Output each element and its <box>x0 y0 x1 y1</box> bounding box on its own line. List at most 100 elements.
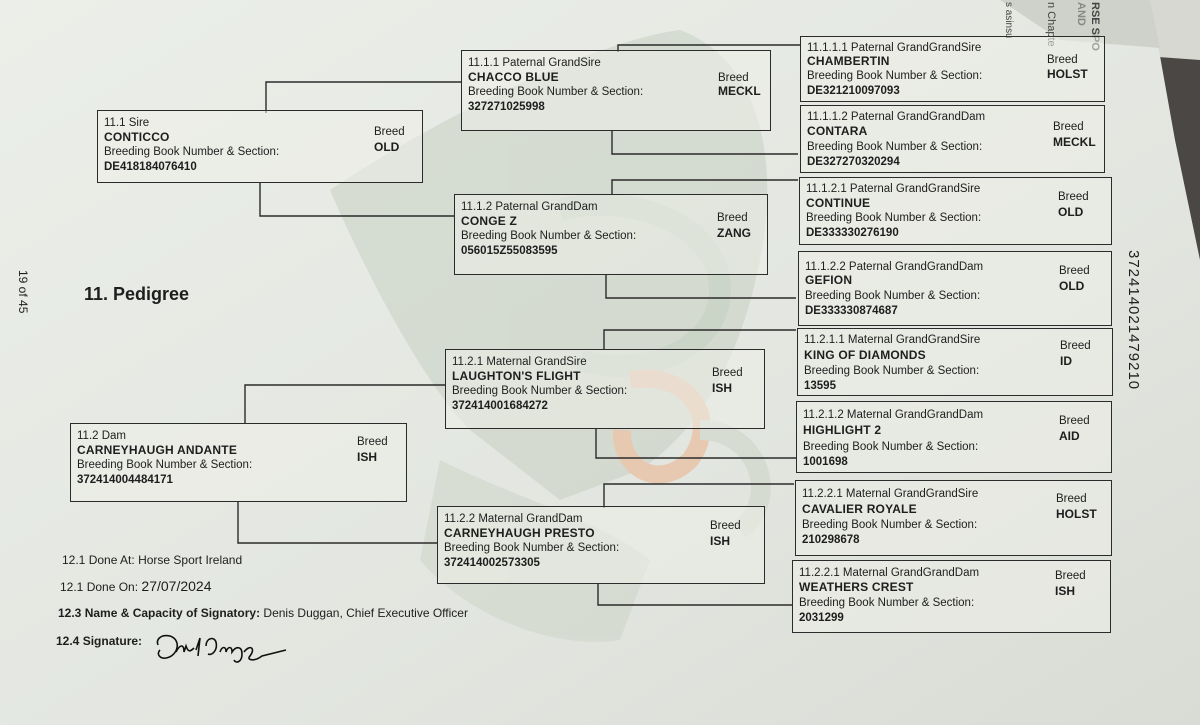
ggp-breed: OLD <box>1059 279 1085 293</box>
ggp-bbn-label: Breeding Book Number & Section: <box>807 141 983 153</box>
gp-breed-label: Breed <box>717 212 748 224</box>
gp-number: 372414001684272 <box>452 400 548 412</box>
gp-breed: ISH <box>712 381 733 395</box>
ggp-number: 1001698 <box>803 456 848 468</box>
ggp-bbn-label: Breeding Book Number & Section: <box>799 597 975 609</box>
maternal-grandsire-card: 11.2.1 Maternal GrandSire LAUGHTON'S FLI… <box>445 349 765 429</box>
ggp-name: CHAMBERTIN <box>807 54 890 68</box>
ggp-bbn-label: Breeding Book Number & Section: <box>807 70 983 82</box>
dam-bbn-label: Breeding Book Number & Section: <box>77 459 253 471</box>
ggp-bbn-label: Breeding Book Number & Section: <box>805 290 981 302</box>
ggp-breed-label: Breed <box>1058 191 1089 203</box>
gp-name: CONGE Z <box>461 214 518 228</box>
ggp-breed-label: Breed <box>1056 493 1087 505</box>
ggp-card-3: 11.1.2.1 Paternal GrandGrandSire CONTINU… <box>799 177 1112 245</box>
ggp-card-8: 11.2.2.1 Maternal GrandGrandDam WEATHERS… <box>792 560 1111 633</box>
dam-card: 11.2 Dam CARNEYHAUGH ANDANTE Breeding Bo… <box>70 423 407 502</box>
ggp-bbn-label: Breeding Book Number & Section: <box>806 212 982 224</box>
ggp-bbn-label: Breeding Book Number & Section: <box>803 441 979 453</box>
ggp-label: 11.2.1.2 Maternal GrandGrandDam <box>803 409 984 421</box>
ggp-number: 210298678 <box>802 534 860 546</box>
ggp-breed: OLD <box>1058 205 1084 219</box>
ggp-name: CONTARA <box>807 124 868 138</box>
dam-breed: ISH <box>357 450 378 464</box>
side-registration-number: 372414021479210 <box>1125 250 1142 391</box>
right-page-fragment-4: s asinsu <box>1003 2 1014 39</box>
ggp-number: 2031299 <box>799 612 844 624</box>
ggp-bbn-label: Breeding Book Number & Section: <box>802 519 978 531</box>
ggp-breed: HOLST <box>1047 67 1088 81</box>
gp-bbn-label: Breeding Book Number & Section: <box>461 230 637 242</box>
ggp-name: KING OF DIAMONDS <box>804 348 926 362</box>
sire-label: 11.1 Sire <box>104 117 150 129</box>
ggp-label: 11.1.1.2 Paternal GrandGrandDam <box>807 111 986 123</box>
ggp-breed-label: Breed <box>1059 265 1090 277</box>
gp-breed-label: Breed <box>710 520 741 532</box>
dam-number: 372414004484171 <box>77 474 173 486</box>
gp-label: 11.1.2 Paternal GrandDam <box>461 201 598 213</box>
ggp-label: 11.2.2.1 Maternal GrandGrandSire <box>802 488 979 500</box>
ggp-card-5: 11.2.1.1 Maternal GrandGrandSire KING OF… <box>797 328 1113 396</box>
gp-name: CARNEYHAUGH PRESTO <box>444 526 595 540</box>
ggp-breed: ID <box>1060 354 1072 368</box>
signature-label: 12.4 Signature: <box>56 634 143 648</box>
ggp-number: 13595 <box>804 380 836 392</box>
ggp-label: 11.2.2.1 Maternal GrandGrandDam <box>799 567 980 579</box>
ggp-breed: AID <box>1059 429 1080 443</box>
gp-bbn-label: Breeding Book Number & Section: <box>468 86 644 98</box>
ggp-card-4: 11.1.2.2 Paternal GrandGrandDam GEFION B… <box>798 251 1112 326</box>
signatory-label: 12.3 Name & Capacity of Signatory: <box>58 606 261 620</box>
gp-number: 056015Z55083595 <box>461 245 558 257</box>
ggp-name: CAVALIER ROYALE <box>802 502 917 516</box>
done-at-row: 12.1 Done At: Horse Sport Ireland <box>62 553 242 567</box>
right-page-fragment-3: n Chapte <box>1045 2 1057 47</box>
gp-name: CHACCO BLUE <box>468 70 559 84</box>
right-page-fragment-2: AND <box>1075 2 1087 26</box>
done-at-value: Horse Sport Ireland <box>138 553 243 567</box>
done-on-label: 12.1 Done On: <box>60 580 139 594</box>
pedigree-connectors <box>237 44 800 606</box>
ggp-name: HIGHLIGHT 2 <box>803 423 882 437</box>
section-title: 11. Pedigree <box>84 284 190 304</box>
sire-number: DE418184076410 <box>104 161 197 173</box>
signatory-value: Denis Duggan, Chief Executive Officer <box>263 606 468 620</box>
ggp-label: 11.1.1.1 Paternal GrandGrandSire <box>807 42 982 54</box>
signature-row: 12.4 Signature: <box>56 634 142 648</box>
signatory-row: 12.3 Name & Capacity of Signatory: Denis… <box>58 606 468 620</box>
gp-name: LAUGHTON'S FLIGHT <box>452 369 581 383</box>
done-on-value: 27/07/2024 <box>141 578 212 594</box>
ggp-breed: ISH <box>1055 584 1076 598</box>
ggp-name: WEATHERS CREST <box>799 580 914 594</box>
sire-breed-label: Breed <box>374 126 405 138</box>
ggp-card-7: 11.2.2.1 Maternal GrandGrandSire CAVALIE… <box>795 480 1112 556</box>
gp-breed-label: Breed <box>718 72 749 84</box>
ggp-card-1: 11.1.1.1 Paternal GrandGrandSire CHAMBER… <box>800 36 1105 102</box>
ggp-number: DE333330874687 <box>805 305 898 317</box>
dam-label: 11.2 Dam <box>77 430 127 442</box>
ggp-breed: MECKL <box>1053 135 1096 149</box>
ggp-breed-label: Breed <box>1060 340 1091 352</box>
ggp-label: 11.2.1.1 Maternal GrandGrandSire <box>804 334 981 346</box>
paternal-grandsire-card: 11.1.1 Paternal GrandSire CHACCO BLUE Br… <box>461 50 771 131</box>
dam-breed-label: Breed <box>357 436 388 448</box>
dam-name: CARNEYHAUGH ANDANTE <box>77 443 238 457</box>
ggp-breed: HOLST <box>1056 507 1097 521</box>
sire-breed: OLD <box>374 140 400 154</box>
ggp-label: 11.1.2.1 Paternal GrandGrandSire <box>806 183 981 195</box>
ggp-breed-label: Breed <box>1053 121 1084 133</box>
gp-breed: ZANG <box>717 226 751 240</box>
signature-drawing <box>156 634 287 663</box>
ggp-name: GEFION <box>805 273 853 287</box>
gp-label: 11.1.1 Paternal GrandSire <box>468 57 601 69</box>
ggp-bbn-label: Breeding Book Number & Section: <box>804 365 980 377</box>
done-at-label: 12.1 Done At: <box>62 553 135 567</box>
sire-name: CONTICCO <box>104 130 170 144</box>
done-on-row: 12.1 Done On: 27/07/2024 <box>60 578 211 594</box>
page-number: 19 of 45 <box>16 270 30 314</box>
paternal-granddam-card: 11.1.2 Paternal GrandDam CONGE Z Breedin… <box>454 194 768 275</box>
ggp-name: CONTINUE <box>806 196 871 210</box>
gp-bbn-label: Breeding Book Number & Section: <box>452 385 628 397</box>
ggp-card-2: 11.1.1.2 Paternal GrandGrandDam CONTARA … <box>800 105 1105 173</box>
gp-number: 327271025998 <box>468 101 545 113</box>
sire-card: 11.1 Sire CONTICCO Breeding Book Number … <box>97 110 423 183</box>
